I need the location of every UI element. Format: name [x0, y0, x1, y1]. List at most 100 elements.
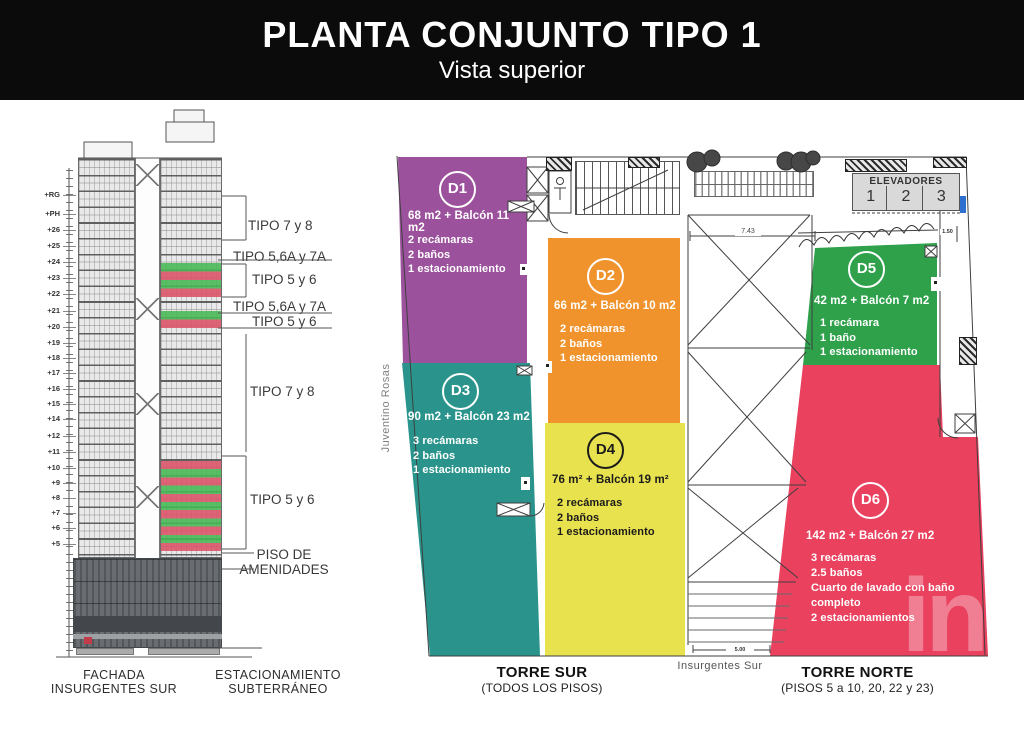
elevators-box: ELEVADORES 1 2 3: [852, 173, 960, 211]
floor-label: +19: [34, 339, 76, 347]
core-cross-brace-icon: [136, 486, 159, 508]
unit-area-d2: 66 m2 + Balcón 10 m2: [554, 300, 676, 312]
floor-label: +PH: [34, 210, 76, 218]
unit-features-d6: 3 recámaras 2.5 baños Cuarto de lavado c…: [811, 552, 955, 624]
wall-notch-dot: [522, 267, 525, 270]
unit-area-d5: 42 m2 + Balcón 7 m2: [814, 295, 930, 307]
wall-notch: [543, 361, 552, 373]
dimension-1-50: 1.50: [940, 229, 955, 235]
floor-label: +9: [34, 479, 76, 487]
page-title: PLANTA CONJUNTO TIPO 1: [262, 14, 762, 55]
unit-type-highlight-band: [161, 461, 221, 551]
wall-notch: [931, 277, 941, 291]
podium-base: [76, 648, 134, 655]
floor-label: +8: [34, 494, 76, 502]
unit-circle-d4: D4: [587, 432, 624, 469]
floor-type-label: TIPO 5,6A y 7A: [233, 299, 327, 314]
floor-label: +22: [34, 290, 76, 298]
unit-block-d3: [402, 363, 540, 656]
podium-base: [148, 648, 220, 655]
floor-type-label: TIPO 5 y 6: [250, 492, 315, 507]
core-cross-brace-icon: [136, 298, 159, 320]
pergola-strip: [694, 171, 814, 197]
floor-label: +7: [34, 509, 76, 517]
unit-features-d2: 2 recámaras 2 baños 1 estacionamiento: [560, 323, 658, 364]
street-label-insurgentes-sur: Insurgentes Sur: [677, 660, 763, 672]
stair-treads: [575, 161, 680, 215]
elevation-caption-estacionamiento: ESTACIONAMIENTO SUBTERRÁNEO: [215, 668, 341, 696]
unit-circle-d6: D6: [852, 482, 889, 519]
floor-label: +16: [34, 385, 76, 393]
wall-hatch: [933, 157, 967, 168]
floor-label: +23: [34, 274, 76, 282]
wall-notch-dot: [546, 364, 549, 367]
floor-label: +10: [34, 464, 76, 472]
floor-label: +26: [34, 226, 76, 234]
utility-marker: [960, 196, 966, 213]
unit-circle-d2: D2: [587, 258, 624, 295]
floor-type-label: TIPO 7 y 8: [248, 218, 313, 233]
parking-podium: [73, 558, 222, 648]
tree-icon: [686, 149, 821, 173]
floor-label: +12: [34, 432, 76, 440]
wall-hatch: [959, 337, 977, 365]
elevator-divider: [922, 186, 923, 211]
floor-label: +5: [34, 540, 76, 548]
unit-area-d4: 76 m² + Balcón 19 m²: [552, 474, 669, 486]
podium-light-band: [73, 634, 222, 639]
floor-type-label: TIPO 5 y 6: [252, 272, 317, 287]
wall-notch-dot: [524, 481, 527, 484]
tower-norte-label: TORRE NORTE (PISOS 5 a 10, 20, 22 y 23): [781, 664, 934, 695]
entrance-marker: [84, 637, 92, 644]
elevator-divider: [886, 186, 887, 211]
unit-circle-d5: D5: [848, 251, 885, 288]
floor-label: +25: [34, 242, 76, 250]
dimension-5-00: 5.00: [726, 647, 754, 653]
elevators-label: ELEVADORES: [869, 176, 943, 187]
core-cross-brace-icon: [136, 164, 159, 186]
elevation-caption-fachada: FACHADA INSURGENTES SUR: [50, 668, 178, 696]
unit-features-d3: 3 recámaras 2 baños 1 estacionamiento: [413, 435, 511, 476]
tower-facade-left-wing: [78, 158, 135, 558]
core-cross-brace-icon: [136, 393, 159, 415]
unit-area-d3: 90 m2 + Balcón 23 m2: [408, 411, 530, 423]
tower-sur-label: TORRE SUR (TODOS LOS PISOS): [481, 664, 603, 695]
floor-label: +11: [34, 448, 76, 456]
unit-area-d1: 68 m2 + Balcón 11 m2: [408, 210, 510, 234]
title-banner: PLANTA CONJUNTO TIPO 1 Vista superior: [0, 0, 1024, 100]
elevator-cell-2: 2: [901, 188, 911, 205]
unit-features-d1: 2 recámaras 2 baños 1 estacionamiento: [408, 234, 506, 275]
street-label-juventino-rosas: Juventino Rosas: [380, 363, 392, 453]
unit-area-d6: 142 m2 + Balcón 27 m2: [806, 530, 935, 542]
unit-type-highlight-band: [161, 263, 221, 297]
elevator-shaft-icon: [526, 166, 572, 222]
floor-label: +18: [34, 354, 76, 362]
floor-type-label: TIPO 5,6A y 7A: [233, 249, 327, 264]
wall-notch-dot: [934, 281, 937, 284]
wall-hatch: [628, 157, 660, 168]
floor-label: +20: [34, 323, 76, 331]
amenities-label: PISO DE AMENIDADES: [239, 547, 329, 577]
floor-type-label: TIPO 7 y 8: [250, 384, 315, 399]
floor-label: +RG: [34, 191, 76, 199]
unit-circle-d1: D1: [439, 171, 476, 208]
page-subtitle: Vista superior: [438, 57, 586, 84]
floor-label: +24: [34, 258, 76, 266]
dimension-7-43: 7.43: [735, 228, 761, 236]
floor-type-label: TIPO 5 y 6: [252, 314, 317, 329]
podium-dark-band: [73, 616, 222, 632]
elevator-cell-3: 3: [936, 188, 946, 205]
elevator-cell-1: 1: [866, 188, 876, 205]
wall-hatch: [546, 157, 572, 171]
floor-label: +21: [34, 307, 76, 315]
unit-circle-d3: D3: [442, 373, 479, 410]
floor-label: +14: [34, 415, 76, 423]
wall-hatch: [845, 159, 907, 172]
floor-label: +6: [34, 524, 76, 532]
unit-features-d4: 2 recámaras 2 baños 1 estacionamiento: [557, 497, 655, 538]
dimension-ruler-ticks: [66, 170, 73, 657]
balcony-scallops: [797, 223, 939, 248]
floor-label: +15: [34, 400, 76, 408]
unit-features-d5: 1 recámara 1 baño 1 estacionamiento: [820, 317, 918, 358]
